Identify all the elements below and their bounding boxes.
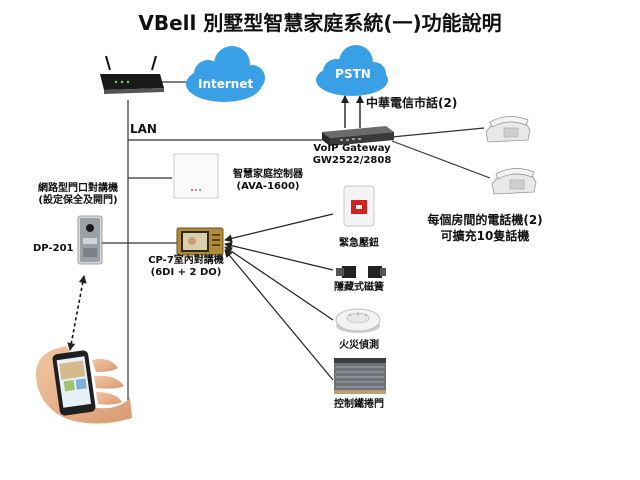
telephone-icon (491, 168, 537, 195)
connection-lines (102, 81, 491, 400)
door-intercom-icon (77, 215, 103, 265)
pstn-cloud-icon (316, 45, 388, 96)
indoor-intercom-io: (6DI + 2 DO) (150, 266, 222, 278)
smartphone-in-hand-icon (35, 346, 132, 424)
door-intercom-model: DP-201 (33, 243, 74, 254)
fire-detector-label: 火災偵測 (339, 340, 379, 351)
controller-label: 智慧家庭控制器 (AVA-1600) (218, 169, 318, 192)
voip-gateway-name: VoIP Gateway (313, 143, 391, 154)
door-intercom-function: (設定保全及開門) (38, 194, 118, 206)
magnetic-sensor-label: 隱藏式磁簧 (334, 282, 384, 293)
smart-home-controller-icon (173, 153, 219, 199)
voip-gateway-icon (322, 126, 394, 146)
pstn-cloud-label: PSTN (335, 67, 371, 81)
indoor-intercom-label: CP-7室內對講機 (6DI + 2 DO) (134, 255, 238, 278)
smoke-detector-icon (335, 308, 381, 333)
telephone-icon (485, 116, 531, 143)
controller-name: 智慧家庭控制器 (233, 169, 303, 180)
rolling-shutter-photo (334, 358, 386, 394)
chunghwa-telecom-label: 中華電信市話(2) (366, 96, 458, 110)
indoor-intercom-icon (176, 227, 224, 256)
emergency-button-icon (343, 185, 375, 227)
room-phones-expand: 可擴充10隻話機 (440, 229, 530, 244)
room-phones-label: 每個房間的電話機(2) 可擴充10隻話機 (410, 212, 560, 244)
emergency-button-label: 緊急壓鈕 (339, 238, 379, 249)
shutter-control-label: 控制鐵捲門 (334, 399, 384, 410)
internet-cloud-icon (186, 46, 265, 102)
lan-label: LAN (130, 122, 157, 136)
wireless-link-dashed (67, 275, 87, 351)
gateway-to-phone1-line (391, 127, 485, 138)
door-intercom-label: 網路型門口對講機 (設定保全及開門) (26, 183, 130, 206)
voip-gateway-model: GW2522/2808 (312, 154, 392, 166)
internet-cloud-label: Internet (198, 77, 254, 91)
magnetic-sensor-icon (336, 266, 386, 278)
diagram-title: VBell 別墅型智慧家庭系統(一)功能說明 (138, 11, 502, 35)
room-phones-count: 每個房間的電話機(2) (427, 213, 543, 227)
controller-model: (AVA-1600) (236, 180, 300, 192)
indoor-intercom-name: CP-7室內對講機 (148, 255, 224, 266)
door-intercom-name: 網路型門口對講機 (38, 183, 118, 194)
gateway-to-phone2-line (391, 140, 491, 179)
sensor-arrows (224, 213, 334, 381)
router-icon (100, 55, 164, 94)
voip-gateway-label: VoIP Gateway GW2522/2808 (305, 143, 399, 166)
pstn-arrows (341, 95, 364, 128)
